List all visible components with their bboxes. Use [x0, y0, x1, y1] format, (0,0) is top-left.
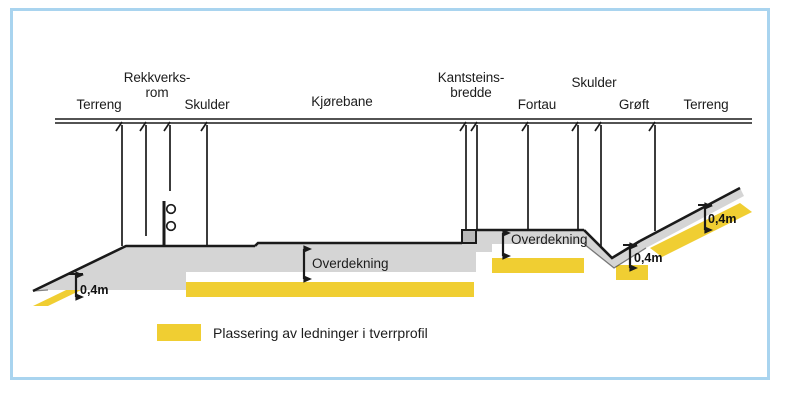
label-rekkverksrom-line1: Rekkverks-: [123, 70, 191, 85]
label-kantsteinsbredde: Kantsteins- bredde: [437, 70, 505, 100]
label-terreng-left: Terreng: [76, 97, 122, 112]
label-rekkverksrom: Rekkverks- rom: [123, 70, 191, 100]
label-groft: Grøft: [618, 97, 650, 112]
guardrail-post: [162, 201, 177, 246]
ground-reference-line: [55, 118, 752, 124]
cover-dimension-arrows: [302, 229, 511, 283]
label-skulder-right: Skulder: [571, 75, 617, 90]
label-overdekning-road: Overdekning: [312, 256, 389, 271]
kerb: [461, 229, 477, 244]
pipe-road: [186, 282, 474, 297]
label-kantsteinsbredde-line1: Kantsteins-: [437, 70, 505, 85]
dim-label-right-terrain: 0,4m: [708, 212, 737, 226]
label-skulder-left: Skulder: [184, 97, 230, 112]
dim-label-left-terrain: 0,4m: [80, 283, 109, 297]
legend-label: Plassering av ledninger i tverrprofil: [213, 325, 428, 341]
terrain-left-bottom: [32, 289, 49, 292]
guardrail-rail-lower: [165, 220, 177, 232]
pipe-ditch: [616, 265, 648, 280]
label-rekkverksrom-line2: rom: [145, 84, 169, 100]
legend-color-swatch: [157, 324, 201, 341]
dim-label-ditch: 0,4m: [634, 251, 663, 265]
depth-dimension-arrows: [69, 202, 713, 301]
label-terreng-right: Terreng: [683, 97, 729, 112]
roadway-surface: [254, 241, 462, 247]
label-fortau: Fortau: [517, 97, 557, 112]
pipe-right-terrain: [650, 203, 752, 257]
leader-arrowheads: [115, 121, 656, 132]
label-kantsteinsbredde-line2: bredde: [450, 84, 492, 100]
ground-body: [33, 188, 744, 291]
label-overdekning-sidewalk: Overdekning: [511, 232, 588, 247]
figure-border: [10, 8, 770, 380]
ground-outline: [32, 186, 741, 293]
pipe-bands: [33, 203, 752, 306]
guardrail-rail-upper: [165, 203, 177, 215]
terrain-left-top: [32, 244, 255, 293]
ground-profile-fill: [33, 188, 744, 291]
label-kjorebane: Kjørebane: [311, 94, 373, 109]
terrain-right-top: [639, 186, 741, 243]
pipe-sidewalk: [492, 258, 584, 273]
leader-lines: [121, 125, 656, 247]
